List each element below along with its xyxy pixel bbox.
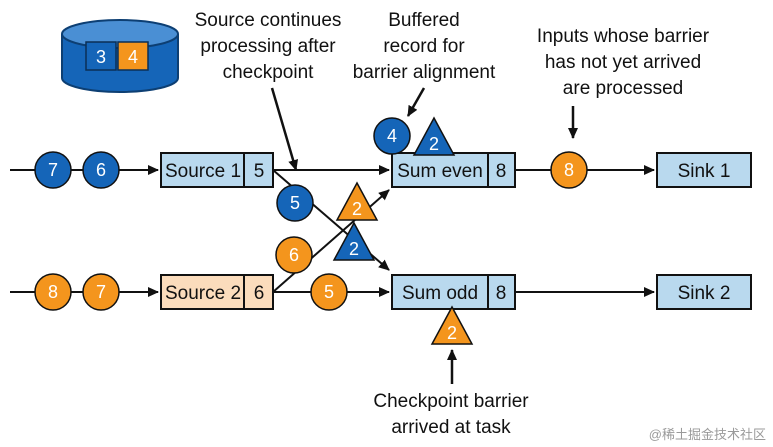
source1-state: 5 xyxy=(254,161,265,182)
operator-source1: Source 1 5 xyxy=(160,152,274,188)
watermark: @稀土掘金技术社区 xyxy=(649,427,766,442)
record-input1-7: 7 xyxy=(34,151,72,189)
svg-text:6: 6 xyxy=(289,245,299,265)
svg-text:Checkpoint barrier: Checkpoint barrier xyxy=(373,391,529,412)
svg-text:processing after: processing after xyxy=(200,36,336,57)
barrier-cross-blue: 2 xyxy=(332,221,376,261)
annotation-checkpoint-arrived: Checkpoint barrier arrived at task xyxy=(373,391,529,438)
sum-even-label: Sum even xyxy=(397,161,483,182)
source2-label: Source 2 xyxy=(165,283,241,304)
record-sum-even-out-8: 8 xyxy=(550,151,588,189)
svg-text:6: 6 xyxy=(96,160,106,180)
record-input2-8: 8 xyxy=(34,273,72,311)
sum-odd-label: Sum odd xyxy=(402,283,478,304)
operator-sink2: Sink 2 xyxy=(656,274,752,310)
state-backend-cylinder: 3 4 xyxy=(61,19,179,93)
arrow-source-continues xyxy=(270,87,298,171)
svg-text:arrived at task: arrived at task xyxy=(391,417,511,438)
state-value-4 xyxy=(117,41,149,71)
barrier-at-sum-odd: 2 xyxy=(430,305,474,345)
svg-text:8: 8 xyxy=(564,160,574,180)
operator-sum-even: Sum even 8 xyxy=(391,152,516,188)
record-source2-cross-6: 6 xyxy=(275,236,313,274)
record-source1-out-5: 5 xyxy=(276,184,314,222)
svg-text:5: 5 xyxy=(290,193,300,213)
svg-text:2: 2 xyxy=(429,134,439,154)
svg-text:2: 2 xyxy=(349,239,359,259)
annotation-buffered: Buffered record for barrier alignment xyxy=(353,10,496,83)
svg-text:Buffered: Buffered xyxy=(388,10,459,31)
barrier-near-sum-even: 2 xyxy=(412,116,456,156)
svg-text:Source continues: Source continues xyxy=(195,10,342,31)
svg-text:checkpoint: checkpoint xyxy=(223,62,315,83)
arrow-buffered xyxy=(406,87,426,117)
record-buffered-4: 4 xyxy=(373,117,411,155)
svg-text:5: 5 xyxy=(324,282,334,302)
state-value-4-text: 4 xyxy=(128,47,138,67)
svg-text:8: 8 xyxy=(48,282,58,302)
barrier-cross-orange: 2 xyxy=(335,181,379,221)
operator-sum-odd: Sum odd 8 xyxy=(391,274,516,310)
operator-sink1: Sink 1 xyxy=(656,152,752,188)
svg-text:2: 2 xyxy=(447,323,457,343)
operator-source2: Source 2 6 xyxy=(160,274,274,310)
svg-text:are processed: are processed xyxy=(563,78,683,99)
annotation-inputs-waiting: Inputs whose barrier has not yet arrived… xyxy=(537,26,710,99)
annotation-source-continues: Source continues processing after checkp… xyxy=(195,10,342,83)
source2-state: 6 xyxy=(254,283,265,304)
svg-text:Inputs whose barrier: Inputs whose barrier xyxy=(537,26,710,47)
svg-text:barrier alignment: barrier alignment xyxy=(353,62,496,83)
sink1-label: Sink 1 xyxy=(678,161,731,182)
record-input1-6: 6 xyxy=(82,151,120,189)
sink2-label: Sink 2 xyxy=(678,283,731,304)
record-input2-7: 7 xyxy=(82,273,120,311)
svg-text:7: 7 xyxy=(48,160,58,180)
state-value-3-text: 3 xyxy=(96,47,106,67)
sum-odd-state: 8 xyxy=(496,283,507,304)
sum-even-state: 8 xyxy=(496,161,507,182)
state-value-3 xyxy=(85,41,117,71)
record-source2-odd-5: 5 xyxy=(310,273,348,311)
svg-text:has not yet arrived: has not yet arrived xyxy=(545,52,701,73)
svg-text:7: 7 xyxy=(96,282,106,302)
source1-label: Source 1 xyxy=(165,161,241,182)
svg-text:record for: record for xyxy=(383,36,465,57)
svg-text:2: 2 xyxy=(352,199,362,219)
svg-text:4: 4 xyxy=(387,126,397,146)
